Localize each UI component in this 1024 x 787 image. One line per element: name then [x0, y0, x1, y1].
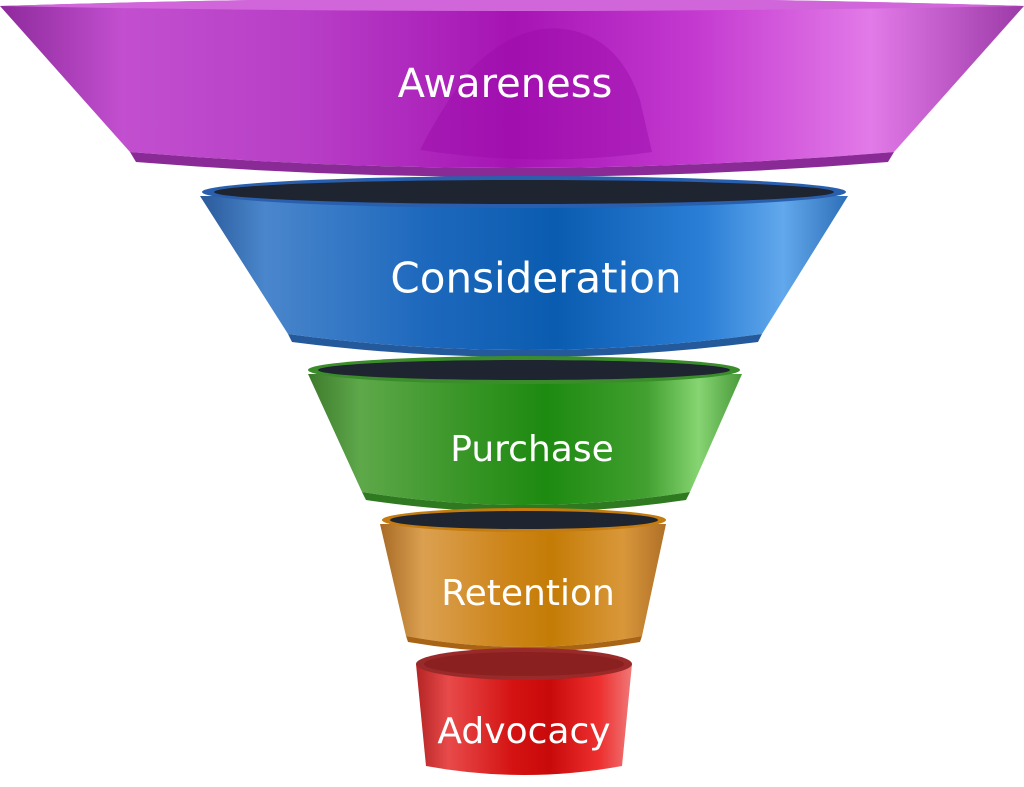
stage-consideration: Consideration [200, 176, 848, 357]
stage-label-advocacy: Advocacy [437, 711, 610, 752]
stage-advocacy: Advocacy [416, 648, 632, 775]
stage-purchase: Purchase [308, 356, 742, 512]
stage-label-retention: Retention [441, 573, 615, 614]
stage-label-consideration: Consideration [390, 254, 681, 303]
stage-awareness: Awareness [0, 0, 1024, 177]
stage-label-purchase: Purchase [450, 429, 613, 470]
stage-retention: Retention [380, 508, 666, 652]
stage-label-awareness: Awareness [398, 61, 613, 107]
